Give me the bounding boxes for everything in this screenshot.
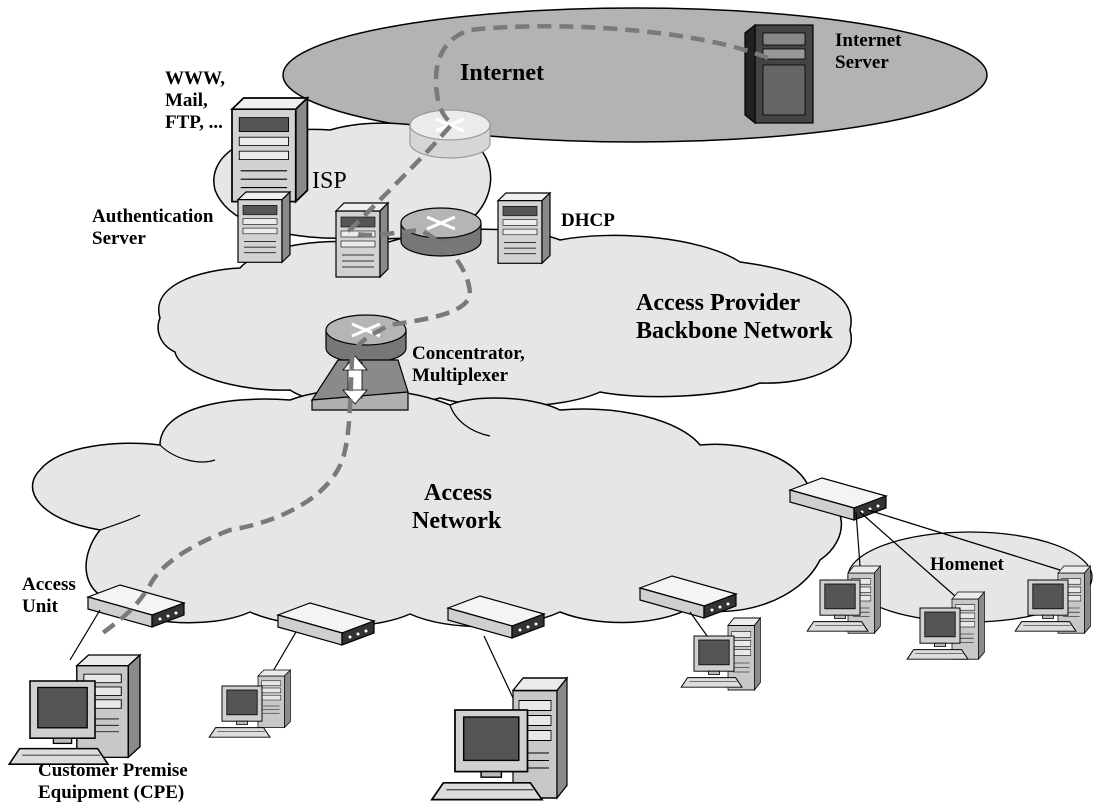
- cpe-label: Customer Premise Equipment (CPE): [38, 760, 188, 803]
- isp-label: ISP: [312, 168, 347, 194]
- internet-server-icon: [744, 23, 814, 125]
- backbone-network-label: Access Provider Backbone Network: [636, 290, 833, 344]
- access-unit-label: Access Unit: [22, 574, 76, 617]
- internet-server-label: Internet Server: [835, 30, 902, 73]
- internet-router-icon: [408, 108, 492, 160]
- isp-gateway-server-icon: [335, 202, 389, 278]
- www-mail-ftp-server-icon: [231, 97, 309, 203]
- data-path-dashed: [98, 24, 769, 637]
- access-network-label: Access Network: [412, 480, 502, 534]
- concentrator-label: Concentrator, Multiplexer: [412, 343, 525, 386]
- internet-cloud: [282, 7, 988, 143]
- authentication-server-label: Authentication Server: [92, 206, 214, 249]
- multiplexer-icon: [310, 355, 409, 411]
- isp-services-label: WWW, Mail, FTP, ...: [165, 68, 226, 133]
- homenet-pc-1-icon: [806, 565, 881, 634]
- homenet-label: Homenet: [930, 554, 1004, 575]
- dhcp-server-icon: [497, 192, 551, 264]
- cpe-computer-icon: [8, 654, 141, 765]
- authentication-server-icon: [237, 191, 291, 263]
- dhcp-label: DHCP: [561, 210, 615, 231]
- internet-label: Internet: [460, 60, 544, 86]
- pc-3-icon: [430, 677, 568, 801]
- pc-2-icon: [208, 669, 291, 738]
- pc-4-icon: [680, 617, 761, 691]
